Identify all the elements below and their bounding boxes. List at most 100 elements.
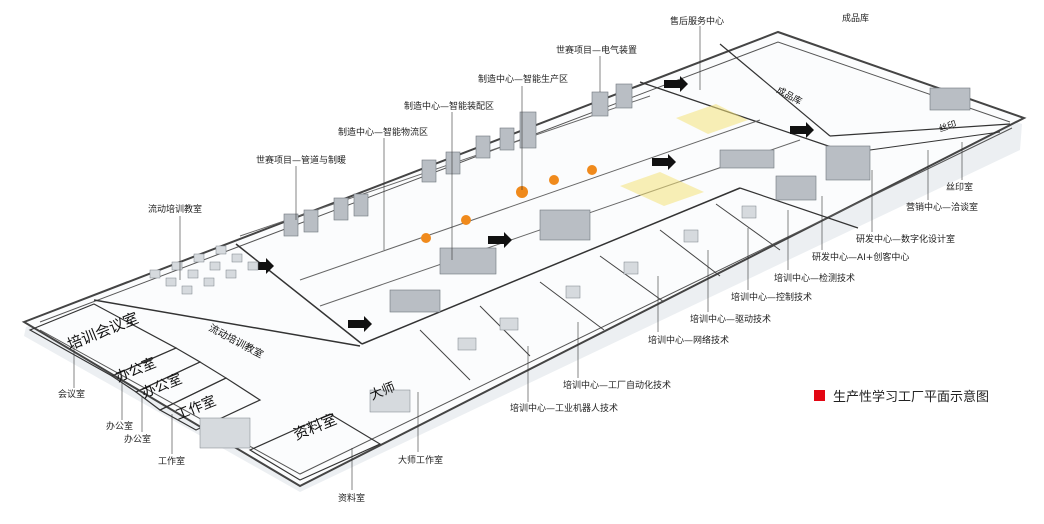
workbenches [149, 205, 757, 449]
label-mobile-classroom: 流动培训教室 [148, 205, 203, 215]
machine [333, 197, 349, 221]
machine [439, 247, 497, 275]
label-train-factory-auto: 培训中心—工厂自动化技术 [563, 381, 672, 391]
label-archive: 资料室 [338, 494, 366, 504]
cell-divider-1 [419, 329, 471, 381]
label-train-network: 培训中心—网络技术 [648, 336, 730, 346]
workbench [683, 229, 699, 243]
workbench [565, 285, 581, 299]
workbench [165, 277, 177, 287]
inner-wall-south [39, 127, 1013, 475]
highlight-zone-2 [676, 104, 748, 134]
machine [283, 213, 299, 237]
legend-marker [814, 390, 825, 401]
label-meeting-room: 会议室 [58, 390, 86, 400]
legend: 生产性学习工厂平面示意图 [814, 386, 989, 405]
label-office-2: 办公室 [124, 435, 152, 445]
robot-arm [516, 186, 528, 198]
label-smart-assembly: 制造中心—智能装配区 [404, 102, 495, 112]
label-rnd-ai: 研发中心—AI+创客中心 [812, 253, 910, 263]
flow-arrow [348, 316, 372, 332]
label-competition-electric: 世赛项目—电气装置 [556, 46, 638, 56]
leader-lines [73, 26, 963, 490]
robot-arm [549, 175, 559, 185]
archive-outline [248, 413, 382, 481]
cell-divider-2 [479, 305, 531, 357]
label-sales-meeting: 营销中心—洽谈室 [906, 203, 979, 213]
machine [353, 193, 369, 217]
workbench [193, 253, 205, 263]
machine [929, 87, 971, 111]
workbench [203, 277, 215, 287]
label-train-control: 培训中心—控制技术 [731, 293, 813, 303]
cell-divider-5 [659, 229, 721, 277]
label-silk-print: 丝印室 [946, 183, 974, 193]
machine [475, 135, 491, 159]
label-train-inspection: 培训中心—检测技术 [774, 274, 856, 284]
machine [615, 83, 633, 109]
partition-8 [869, 131, 1001, 151]
partition-2 [235, 243, 363, 345]
machine [303, 209, 319, 233]
machine [775, 175, 817, 201]
workbench [215, 245, 227, 255]
machine [445, 151, 461, 175]
workbench [623, 261, 639, 275]
label-master-studio: 大师工作室 [398, 456, 444, 466]
label-workroom: 工作室 [158, 457, 186, 467]
cell-divider-6 [715, 203, 781, 251]
workbench [231, 253, 243, 263]
workbench [187, 269, 199, 279]
machine [389, 289, 441, 313]
partition-4 [739, 187, 859, 229]
machine [539, 209, 591, 241]
flow-arrow [790, 122, 814, 138]
label-smart-production: 制造中心—智能生产区 [478, 75, 569, 85]
machine [591, 91, 609, 117]
workbench [457, 337, 477, 351]
workbench [741, 205, 757, 219]
machine [519, 111, 537, 149]
workbench [171, 261, 183, 271]
label-competition-pipe: 世赛项目—管道与制暖 [256, 156, 347, 166]
workbench [369, 389, 411, 413]
machine [719, 149, 775, 169]
cell-divider-3 [539, 281, 605, 331]
workbench [225, 269, 237, 279]
robot-arm [461, 215, 471, 225]
workbench [499, 317, 519, 331]
machine [825, 145, 871, 181]
machine [421, 159, 437, 183]
workbench [209, 261, 221, 271]
robot-arms [421, 165, 597, 243]
robot-arm [587, 165, 597, 175]
partition-7 [829, 123, 1011, 137]
label-train-robot: 培训中心—工业机器人技术 [510, 404, 619, 414]
label-train-drive: 培训中心—驱动技术 [690, 315, 772, 325]
label-office-1: 办公室 [106, 422, 134, 432]
page-title: 生产性学习工厂平面示意图 [833, 390, 990, 405]
highlight-zone-1 [620, 172, 704, 206]
label-smart-logistics: 制造中心—智能物流区 [338, 128, 429, 138]
flow-arrow [652, 154, 676, 170]
workroom-outline [158, 377, 262, 431]
cell-divider-4 [599, 255, 665, 303]
partition-1 [93, 299, 361, 347]
machine-blocks [283, 83, 971, 313]
workbench [149, 269, 161, 279]
partition-6 [719, 43, 831, 137]
label-after-sales: 售后服务中心 [670, 17, 725, 27]
workbench [199, 417, 251, 449]
workbench [181, 285, 193, 295]
machine [499, 127, 515, 151]
flow-arrow [488, 232, 512, 248]
partition-9 [299, 119, 761, 281]
label-rnd-digital: 研发中心—数字化设计室 [856, 235, 956, 245]
partition-3 [361, 187, 741, 345]
robot-arm [421, 233, 431, 243]
label-product-store: 成品库 [842, 14, 870, 24]
flow-arrow [664, 76, 688, 92]
workbench [247, 261, 259, 271]
